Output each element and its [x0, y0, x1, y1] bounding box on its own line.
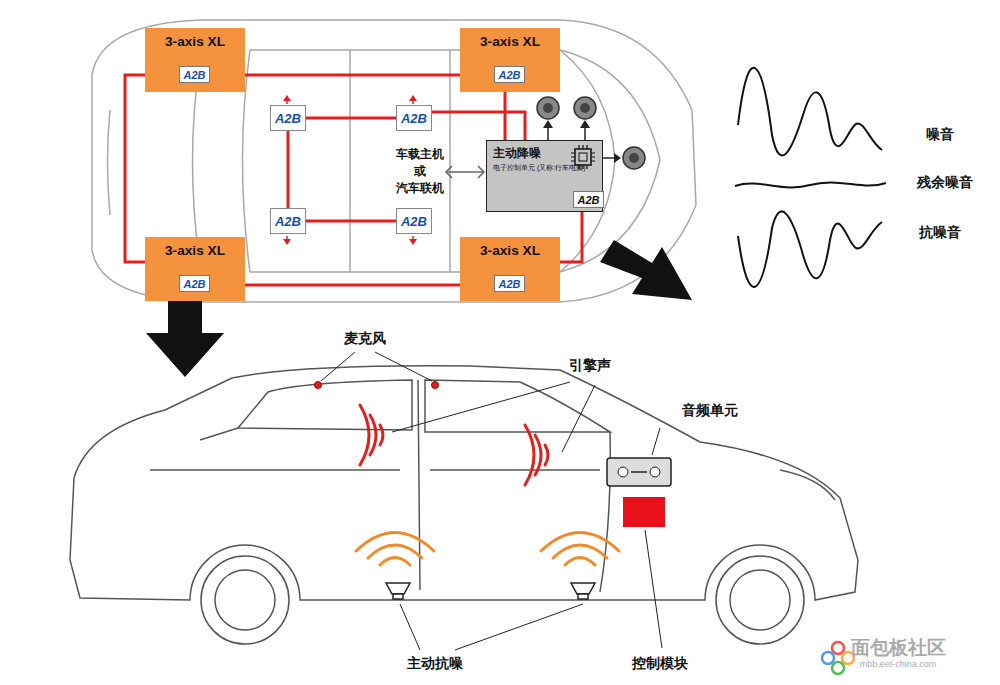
node-title: 3-axis XL: [145, 237, 245, 258]
engine-sound-waves: [360, 405, 548, 485]
node-title: A2B: [577, 194, 599, 206]
part-label: 主动抗噪: [407, 655, 463, 673]
a2b-node: A2B: [270, 105, 306, 131]
a2b-node: A2B: [270, 208, 306, 234]
part-label: 残余噪音: [917, 174, 973, 192]
node-title: A2B: [275, 111, 301, 126]
node-title: A2B: [183, 278, 205, 290]
sensor-box: 3-axis XL A2B: [145, 237, 245, 301]
node-subtitle: 电子控制单元 (又称:行车电脑): [493, 163, 596, 173]
node-title: A2B: [498, 69, 520, 81]
a2b-bus-wire: [245, 74, 460, 77]
a2b-bus-wire: [504, 92, 507, 140]
control-module: [623, 497, 665, 527]
part-label: 抗噪音: [919, 224, 961, 242]
audio-unit: [607, 458, 671, 486]
watermark-logo: [822, 642, 854, 674]
part-label: 麦克风: [344, 330, 386, 348]
part-label: 噪音: [926, 126, 954, 144]
a2b-node: A2B: [396, 105, 432, 131]
part-label: 车载主机: [396, 146, 444, 163]
a2b-logo: A2B: [573, 191, 604, 208]
node-title: 主动降噪: [493, 146, 596, 161]
a2b-logo: A2B: [179, 66, 210, 83]
node-title: A2B: [498, 278, 520, 290]
car-top-view: [92, 20, 696, 302]
sensor-box: 3-axis XL A2B: [145, 28, 245, 92]
part-label: 或: [414, 163, 426, 180]
anti-noise-waves: [356, 533, 619, 566]
node-title: 3-axis XL: [460, 28, 560, 49]
part-label: 音频单元: [682, 402, 738, 420]
sensor-box: 3-axis XL A2B: [460, 237, 560, 301]
microphones: [315, 382, 439, 389]
part-label: 汽车联机: [396, 180, 444, 197]
a2b-bus-wire: [125, 75, 145, 262]
waveforms: [735, 68, 886, 287]
sensor-box: 3-axis XL A2B: [460, 28, 560, 92]
a2b-logo: A2B: [494, 66, 525, 83]
node-title: A2B: [401, 111, 427, 126]
node-title: 3-axis XL: [460, 237, 560, 258]
part-label: 引擎声: [569, 357, 611, 375]
a2b-bus-wire: [306, 220, 396, 223]
node-title: 3-axis XL: [145, 28, 245, 49]
a2b-bus-wire: [432, 112, 525, 140]
speaker-symbols: [386, 583, 595, 599]
a2b-bus-wire: [306, 117, 396, 120]
ecu-box: 主动降噪电子控制单元 (又称:行车电脑) A2B: [486, 140, 603, 212]
a2b-logo: A2B: [179, 275, 210, 292]
watermark: mbb.eet-china.com: [860, 659, 937, 669]
leader-lines: [321, 352, 662, 650]
part-label: 控制模块: [632, 655, 688, 673]
a2b-bus-wire: [287, 131, 290, 208]
double-arrow: [446, 166, 484, 178]
a2b-logo: A2B: [494, 275, 525, 292]
node-title: A2B: [183, 69, 205, 81]
node-title: A2B: [275, 214, 301, 229]
a2b-node: A2B: [396, 208, 432, 234]
watermark: 面包板社区: [851, 635, 946, 661]
car-side-view: [70, 366, 858, 644]
a2b-bus-wire: [245, 284, 460, 287]
node-title: A2B: [401, 214, 427, 229]
